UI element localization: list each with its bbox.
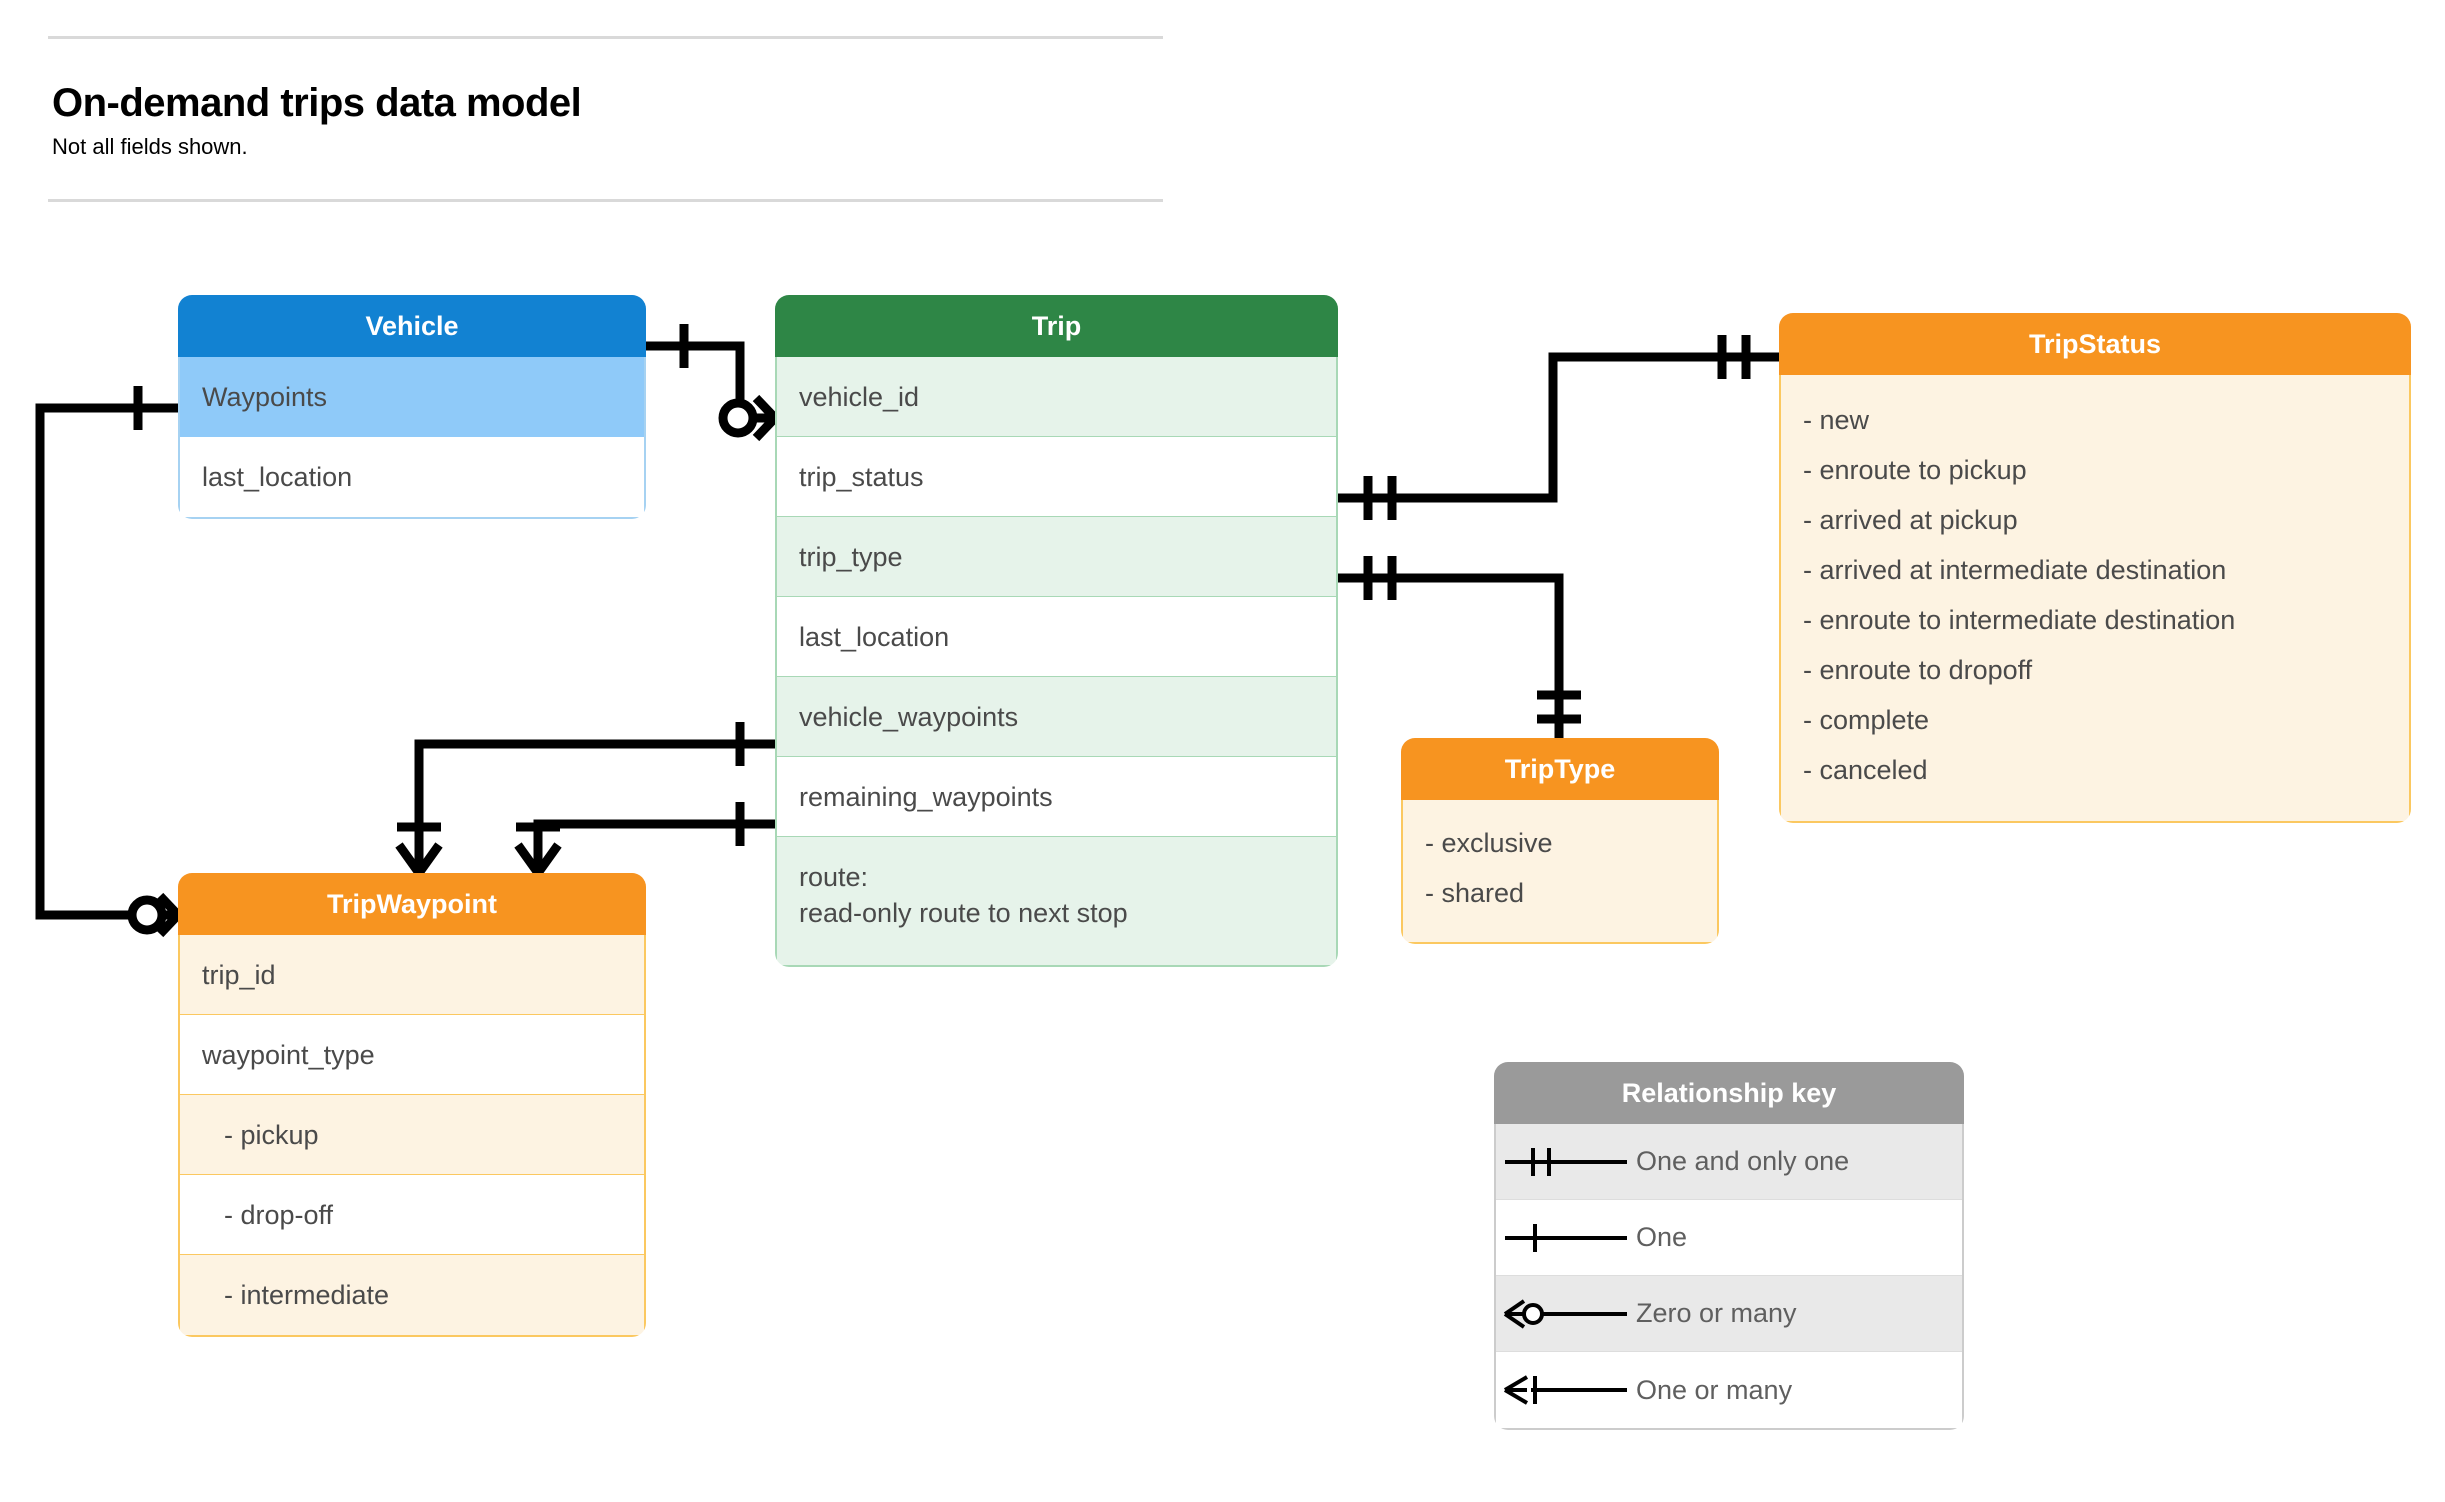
enum-waypointtype-drop-off: - drop-off xyxy=(180,1175,644,1255)
enum-tripstatus-enroute-to-pickup: - enroute to pickup xyxy=(1803,455,2027,485)
page-title: On-demand trips data model xyxy=(52,81,582,125)
enum-tripstatus-canceled: - canceled xyxy=(1803,755,1928,785)
legend-title: Relationship key xyxy=(1494,1062,1964,1124)
entity-tripstatus[interactable]: TripStatus - new - enroute to pickup - a… xyxy=(1779,313,2411,823)
field-vehicle-last-location[interactable]: last_location xyxy=(202,462,353,492)
field-tripwaypoint-trip-id[interactable]: trip_id xyxy=(180,935,644,1015)
entity-trip[interactable]: Trip vehicle_id trip_status trip_type la… xyxy=(775,295,1338,967)
entity-triptype[interactable]: TripType - exclusive - shared xyxy=(1401,738,1719,944)
entity-tripwaypoint-fields: trip_id waypoint_type - pickup - drop-of… xyxy=(178,935,646,1337)
legend-label-one: One xyxy=(1636,1222,1688,1252)
entity-triptype-values: - exclusive - shared xyxy=(1401,800,1719,944)
legend-row-one-or-many: One or many xyxy=(1496,1352,1962,1428)
connector-trip-remainingwaypoints xyxy=(533,819,775,862)
field-trip-route-description: read-only route to next stop xyxy=(799,898,1128,929)
header-top-rule xyxy=(48,36,1163,39)
entity-vehicle[interactable]: Vehicle Waypoints last_location xyxy=(178,295,646,519)
legend-row-one: One xyxy=(1496,1200,1962,1276)
field-trip-trip-type[interactable]: trip_type xyxy=(777,517,1336,597)
entity-vehicle-fields: Waypoints last_location xyxy=(178,357,646,519)
connector-vehicle-waypoints-tripwaypoint xyxy=(35,403,178,920)
enum-tripstatus-enroute-to-dropoff: - enroute to dropoff xyxy=(1803,655,2033,685)
field-trip-route[interactable]: route: read-only route to next stop xyxy=(777,837,1336,965)
one-and-only-one-icon xyxy=(1496,1142,1636,1182)
page-subtitle: Not all fields shown. xyxy=(52,134,248,159)
entity-trip-fields: vehicle_id trip_status trip_type last_lo… xyxy=(775,357,1338,967)
connector-trip-tripstatus xyxy=(1338,352,1779,503)
page-header: On-demand trips data model Not all field… xyxy=(48,36,1163,203)
field-trip-last-location[interactable]: last_location xyxy=(777,597,1336,677)
field-trip-vehicle-waypoints[interactable]: vehicle_waypoints xyxy=(777,677,1336,757)
field-trip-remaining-waypoints[interactable]: remaining_waypoints xyxy=(777,757,1336,837)
entity-tripwaypoint[interactable]: TripWaypoint trip_id waypoint_type - pic… xyxy=(178,873,646,1337)
entity-vehicle-title: Vehicle xyxy=(178,295,646,357)
entity-tripwaypoint-title: TripWaypoint xyxy=(178,873,646,935)
legend-label-one-or-many: One or many xyxy=(1636,1374,1793,1405)
connector-trip-vehiclewaypoints xyxy=(414,739,775,862)
enum-tripstatus-new: - new xyxy=(1803,405,1870,435)
enum-tripstatus-complete: - complete xyxy=(1803,705,1930,735)
connector-trip-triptype xyxy=(1338,573,1564,738)
enum-tripstatus-enroute-to-intermediate-destination: - enroute to intermediate destination xyxy=(1803,605,2236,635)
enum-waypointtype-pickup: - pickup xyxy=(180,1095,644,1175)
enum-tripstatus-arrived-at-pickup: - arrived at pickup xyxy=(1803,505,2018,535)
entity-tripstatus-values: - new - enroute to pickup - arrived at p… xyxy=(1779,375,2411,823)
enum-triptype-shared: - shared xyxy=(1425,878,1525,908)
legend-rows: One and only one One xyxy=(1494,1124,1964,1430)
legend-label-zero-or-many: Zero or many xyxy=(1636,1298,1797,1328)
entity-tripstatus-title: TripStatus xyxy=(1779,313,2411,375)
field-trip-trip-status[interactable]: trip_status xyxy=(777,437,1336,517)
legend-row-one-and-only-one: One and only one xyxy=(1496,1124,1962,1200)
field-vehicle-waypoints[interactable]: Waypoints xyxy=(180,357,644,437)
one-icon xyxy=(1496,1218,1636,1258)
entity-trip-title: Trip xyxy=(775,295,1338,357)
connector-vehicle-trip xyxy=(646,341,745,418)
enum-waypointtype-intermediate: - intermediate xyxy=(180,1255,644,1335)
field-trip-vehicle-id[interactable]: vehicle_id xyxy=(777,357,1336,437)
legend-row-zero-or-many: Zero or many xyxy=(1496,1276,1962,1352)
enum-triptype-exclusive: - exclusive xyxy=(1425,828,1553,858)
one-or-many-icon xyxy=(1496,1370,1636,1410)
header-bottom-rule xyxy=(48,199,1163,203)
legend-label-one-and-only-one: One and only one xyxy=(1636,1146,1850,1176)
field-tripwaypoint-waypoint-type[interactable]: waypoint_type xyxy=(180,1015,644,1095)
entity-triptype-title: TripType xyxy=(1401,738,1719,800)
zero-or-many-icon xyxy=(1496,1294,1636,1334)
relationship-key-legend: Relationship key One and only one xyxy=(1494,1062,1964,1430)
field-trip-route-label: route: xyxy=(799,862,869,892)
enum-tripstatus-arrived-at-intermediate-destination: - arrived at intermediate destination xyxy=(1803,555,2227,585)
